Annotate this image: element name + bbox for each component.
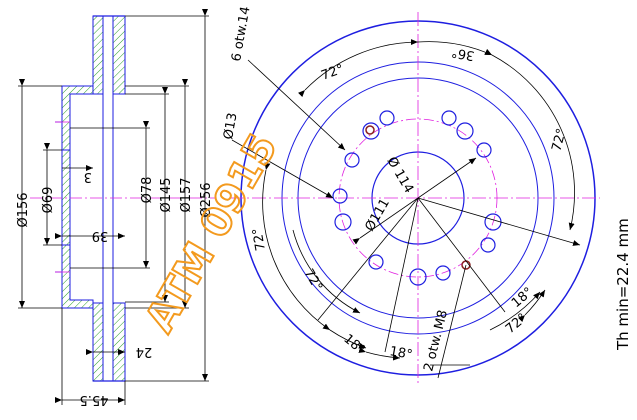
front-view: 6 otw.14 Ø13 Ø 114 Ø111 2 otw. M8 72° 36… xyxy=(221,5,600,385)
angle-label: 72° xyxy=(549,127,569,153)
dim-thickness-24: 24 xyxy=(136,344,153,359)
angle-label: 72° xyxy=(301,267,326,294)
label-pcd-114: Ø 114 xyxy=(384,155,417,196)
label-holes-6x14: 6 otw.14 xyxy=(229,5,253,62)
dim-height-45-5: 45.5 xyxy=(80,392,109,407)
locator-hole xyxy=(441,110,457,126)
min-thickness-note: Th min=22.4 mm xyxy=(614,218,632,351)
threaded-hole-m8 xyxy=(365,125,375,135)
dim-dia-157: Ø157 xyxy=(179,177,194,212)
dim-dia-256: Ø256 xyxy=(199,182,214,217)
ring-lower-inner-wall xyxy=(92,302,104,382)
ring-upper-outer-wall xyxy=(112,15,126,95)
angle-label: 18° xyxy=(340,332,367,358)
angle-label: 72° xyxy=(319,62,346,84)
dim-dia-69: Ø69 xyxy=(41,187,56,214)
angle-label: 72° xyxy=(503,311,530,337)
side-section-view: Ø156 Ø69 Ø78 Ø145 Ø157 Ø256 3 39 24 45.5 xyxy=(16,9,215,407)
bolt-hole xyxy=(362,122,380,140)
dim-dia-78: Ø78 xyxy=(140,177,155,204)
locator-hole xyxy=(332,188,348,204)
locator-hole xyxy=(480,237,496,253)
locator-hole xyxy=(368,254,384,270)
dim-depth-39: 39 xyxy=(92,228,109,243)
bolt-hole xyxy=(456,122,474,140)
angle-label: 72° xyxy=(250,227,269,252)
ring-lower-outer-wall xyxy=(112,302,126,382)
locator-hole xyxy=(435,265,451,281)
dim-dia-156: Ø156 xyxy=(16,192,31,227)
ring-upper-inner-wall xyxy=(92,15,104,95)
locator-hole xyxy=(379,110,395,126)
dim-dia-145: Ø145 xyxy=(159,177,174,212)
hub-hat-section xyxy=(61,85,94,309)
angle-label: 36° xyxy=(450,44,475,63)
label-dia-13: Ø13 xyxy=(221,112,240,141)
bolt-hole xyxy=(334,213,352,231)
angle-label: 18° xyxy=(388,344,413,363)
dim-depth-3: 3 xyxy=(84,169,92,184)
label-bore-111: Ø111 xyxy=(362,196,393,234)
bolt-hole xyxy=(409,268,427,286)
locator-hole xyxy=(476,142,492,158)
